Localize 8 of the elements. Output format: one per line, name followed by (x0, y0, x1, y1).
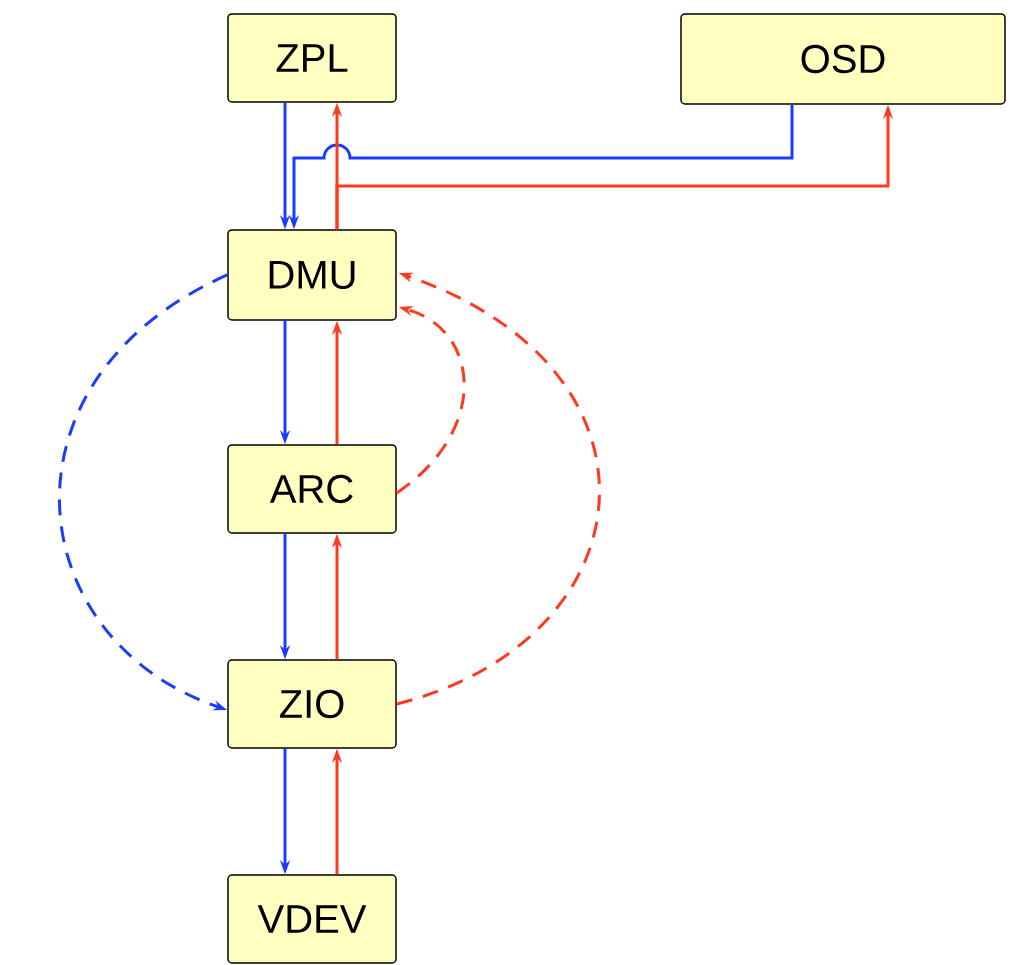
component-box: ARC (227, 444, 397, 534)
arrow (396, 272, 601, 706)
arrow (58, 273, 228, 711)
component-box: VDEV (227, 874, 397, 964)
component-box: ZPL (227, 13, 397, 103)
component-box: OSD (680, 13, 1006, 105)
component-box: ZIO (227, 659, 397, 749)
component-box: DMU (227, 229, 397, 321)
